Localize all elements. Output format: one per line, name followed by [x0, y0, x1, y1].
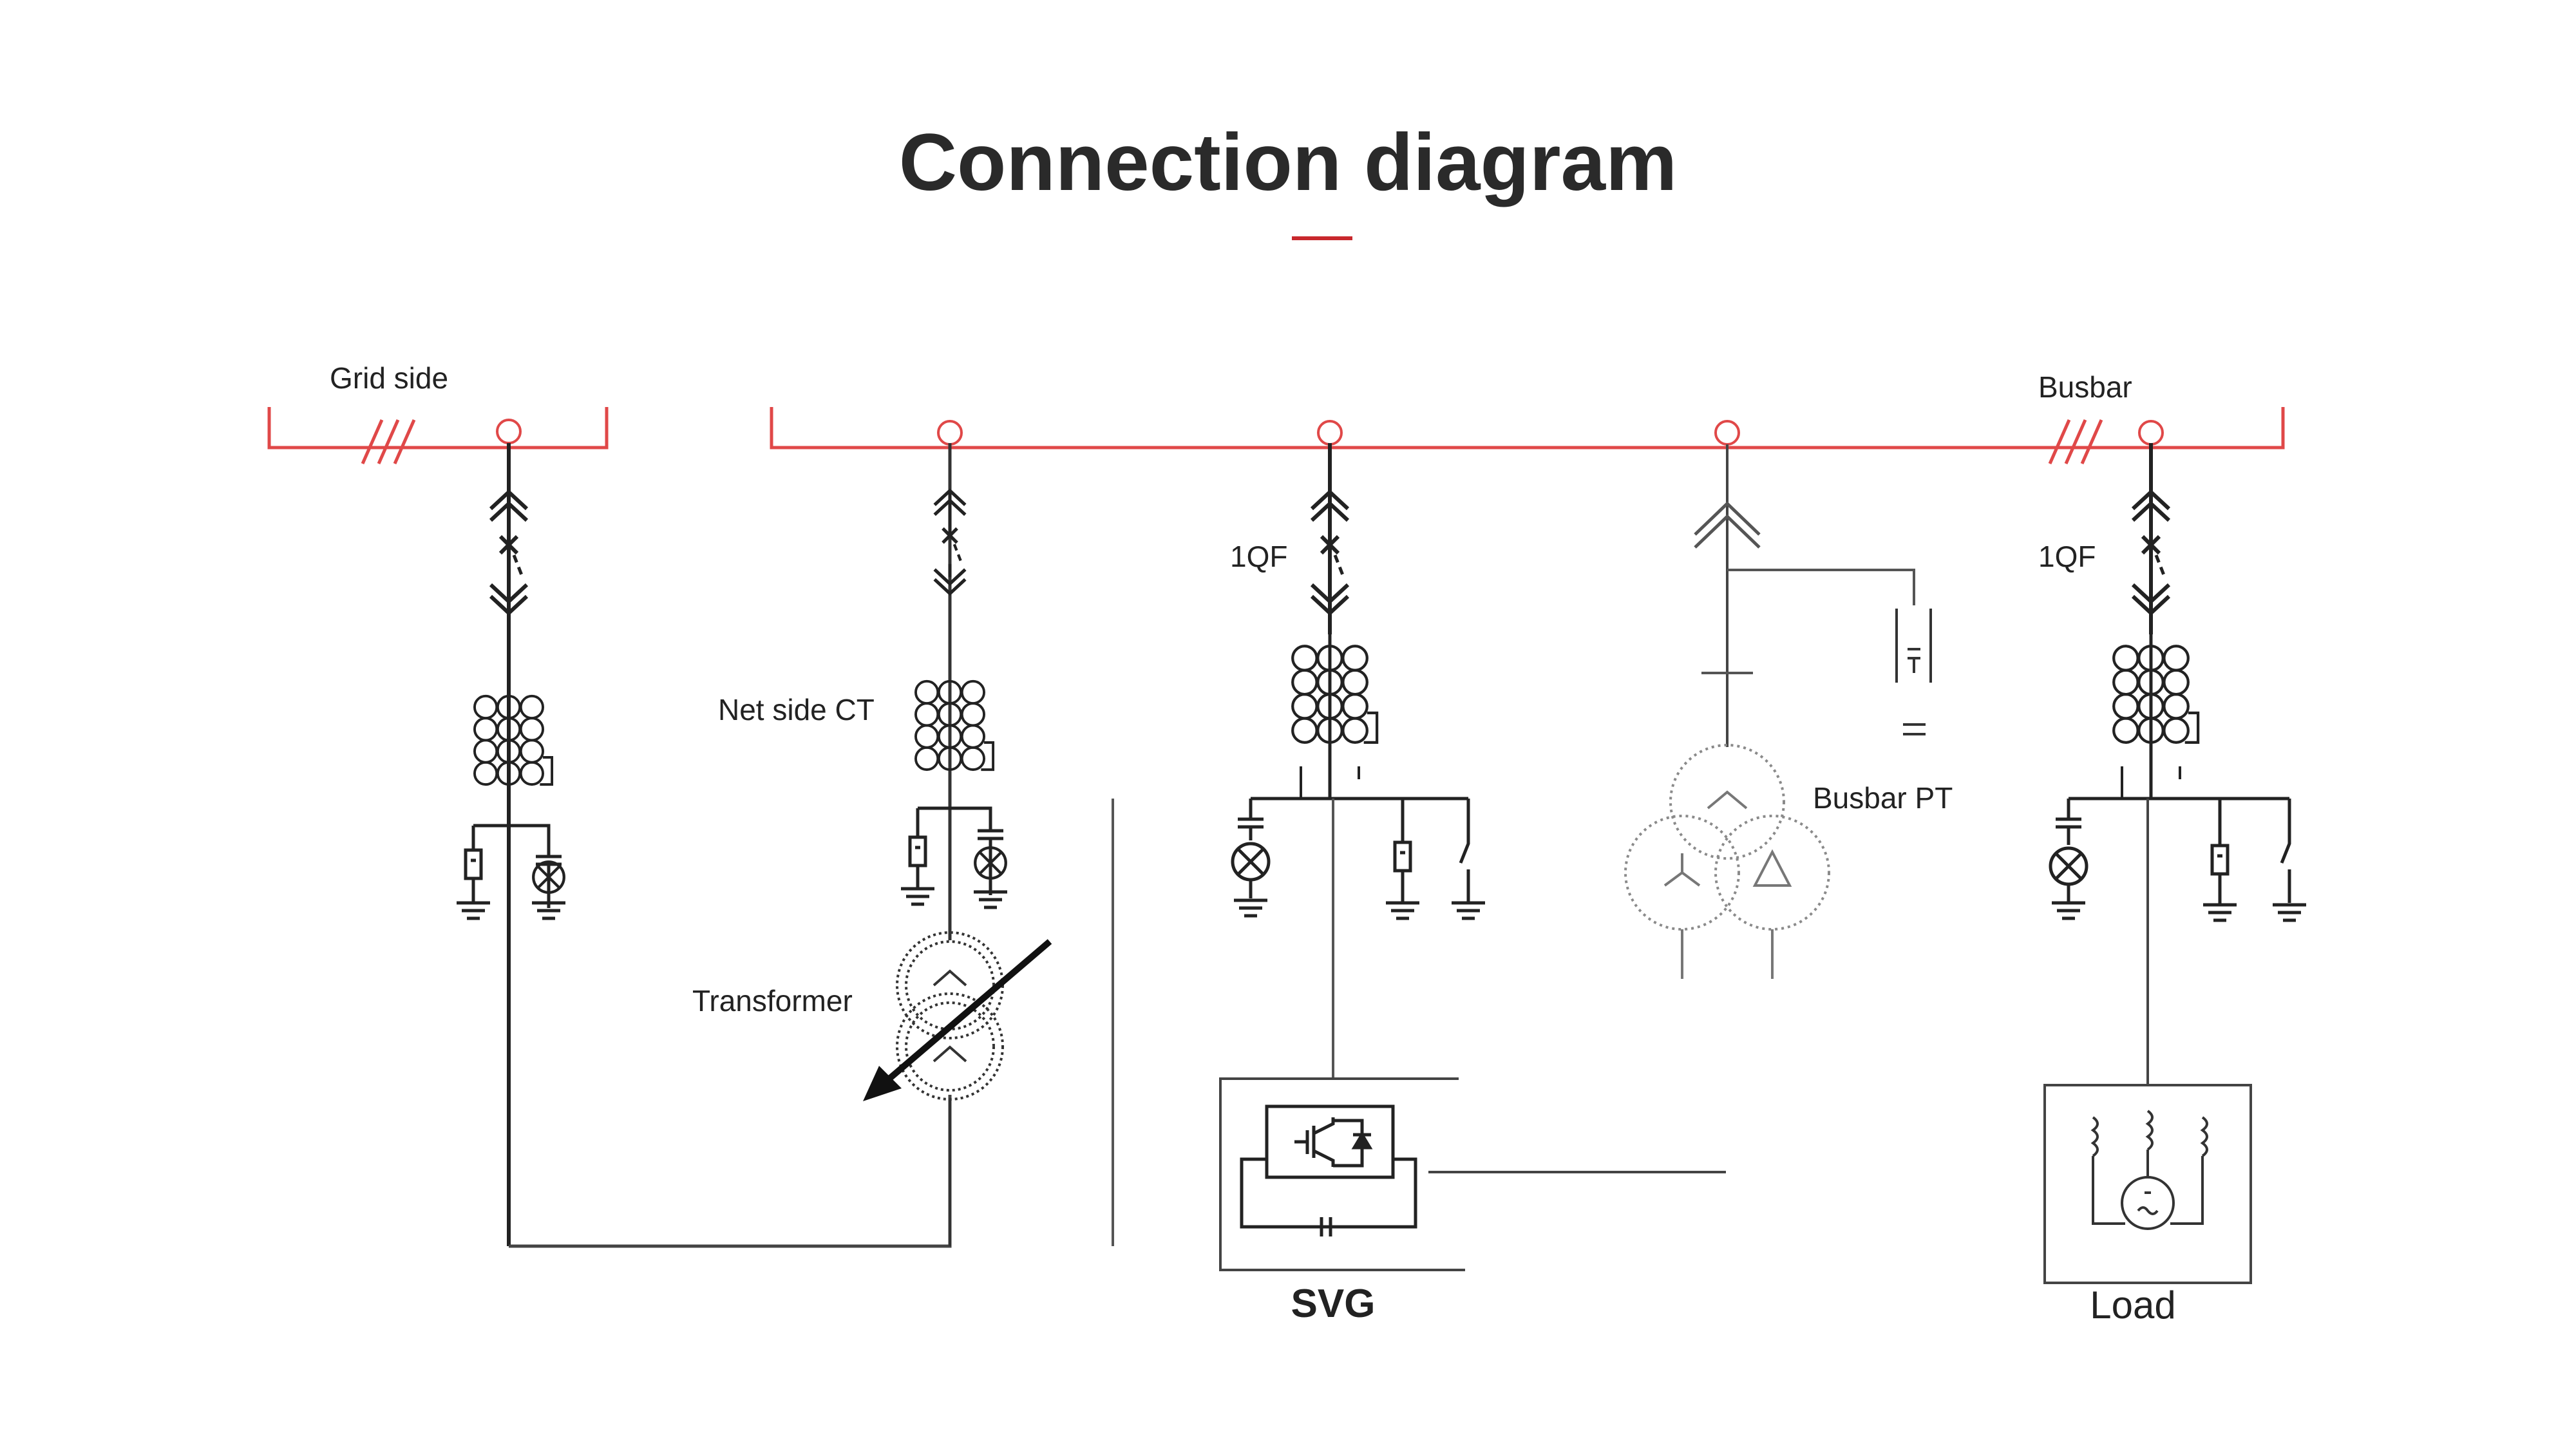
load-cabinet [2043, 1084, 2252, 1284]
potential-transformer-icon [1624, 744, 1830, 931]
load-feeder [2043, 443, 2306, 1284]
grid-side-label: Grid side [330, 361, 448, 395]
indicator-lamp-icon [1233, 844, 1269, 880]
svg-label: SVG [1291, 1282, 1376, 1326]
resistor-icon [1395, 842, 1410, 871]
page-title: Connection diagram [898, 118, 1678, 207]
main-busbar [770, 407, 2285, 465]
resistor-icon [2212, 846, 2228, 874]
busbar-pt-feeder [1624, 444, 1932, 979]
grid-side-busbar [267, 407, 609, 465]
current-transformer-icon [473, 694, 554, 786]
busbar-pt-label: Busbar PT [1813, 781, 1953, 815]
ground-icon [1234, 900, 1267, 916]
ground-icon [1452, 903, 1485, 918]
ground-icon [2273, 905, 2306, 920]
current-transformer-icon [1293, 646, 1377, 743]
tie-line [509, 1095, 952, 1248]
load-label: Load [2090, 1283, 2175, 1327]
resistor-icon [910, 837, 925, 866]
ground-icon [2052, 903, 2085, 918]
load-breaker-label: 1QF [2038, 540, 2096, 573]
ground-icon [901, 889, 934, 904]
busbar-label: Busbar [2038, 370, 2132, 404]
title-underline [1292, 236, 1352, 240]
motor-icon [2090, 1110, 2208, 1230]
transformer-feeder [863, 443, 1052, 1246]
resistor-icon [466, 850, 481, 878]
ground-icon [1386, 903, 1419, 918]
current-transformer-icon [914, 679, 995, 772]
transformer-label: Transformer [692, 984, 853, 1018]
ground-icon [2203, 905, 2237, 920]
fuse-icon [1895, 609, 1932, 735]
igbt-module-icon [1240, 1104, 1417, 1236]
current-transformer-icon [2114, 646, 2198, 743]
net-side-ct-label: Net side CT [718, 693, 875, 726]
svg-cabinet [1219, 1077, 1465, 1271]
svg-feeder [1219, 443, 1726, 1271]
svg-breaker-label: 1QF [1230, 540, 1287, 573]
ground-icon [457, 903, 490, 918]
tap-changer-arrow-icon [863, 939, 1052, 1101]
transformer-icon [896, 931, 1004, 1101]
indicator-lamp-icon [2050, 848, 2087, 884]
grid-feeder [457, 443, 565, 1246]
